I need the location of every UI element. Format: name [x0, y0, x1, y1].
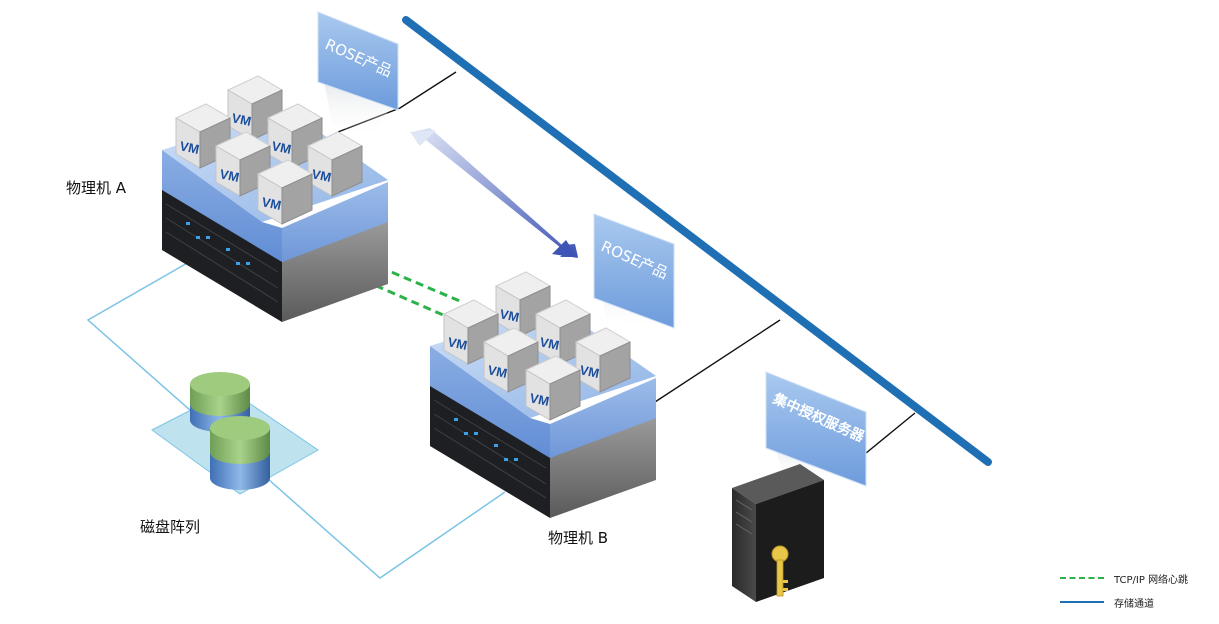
vm-cube: VM: [482, 327, 540, 393]
vm-cube: VM: [256, 159, 314, 225]
vm-label: VM: [578, 362, 600, 381]
machine-b-label: 物理机 B: [548, 529, 608, 547]
vm-label: VM: [270, 138, 292, 157]
vm-label: VM: [486, 362, 508, 381]
vm-cube: VM: [534, 299, 592, 365]
vm-label: VM: [230, 110, 252, 129]
vm-label: VM: [260, 194, 282, 213]
vm-label: VM: [446, 334, 468, 353]
vm-label: VM: [538, 334, 560, 353]
vm-group-b: VM VM VM VM VM VM: [442, 271, 632, 421]
vm-label: VM: [178, 138, 200, 157]
rose-sign-b: ROSE产品: [593, 213, 675, 330]
vm-label: VM: [498, 306, 520, 325]
storage-channel: [402, 16, 992, 466]
vm-label: VM: [218, 166, 240, 185]
legend-dashed-line-icon: [1060, 577, 1104, 579]
disk-array-label: 磁盘阵列: [140, 518, 200, 536]
license-server-tower: [732, 464, 824, 602]
legend-item-storage: 存储通道: [1060, 590, 1215, 614]
vm-cube: VM: [494, 271, 552, 337]
vm-cube: VM: [574, 327, 632, 393]
vm-cube: VM: [524, 355, 582, 421]
vm-cube: VM: [442, 299, 500, 365]
vm-group-a: VM VM VM VM VM VM: [174, 75, 364, 225]
legend-solid-line-icon: [1060, 601, 1104, 603]
machine-a-label: 物理机 A: [66, 179, 127, 197]
disk-cylinder-front: [210, 416, 270, 490]
legend-item-heartbeat: TCP/IP 网络心跳: [1060, 566, 1215, 590]
rose-sign-a: ROSE产品: [317, 11, 399, 140]
vm-cube: VM: [226, 75, 284, 141]
disk-array: [151, 372, 319, 495]
legend: TCP/IP 网络心跳 存储通道: [1060, 566, 1215, 614]
legend-storage-label: 存储通道: [1114, 598, 1154, 610]
license-sign: 集中授权服务器: [765, 371, 868, 488]
migration-arrow: [410, 128, 578, 258]
vm-cube: VM: [306, 131, 364, 197]
vm-label: VM: [528, 390, 550, 409]
key-icon: [771, 545, 789, 597]
vm-label: VM: [310, 166, 332, 185]
legend-heartbeat-label: TCP/IP 网络心跳: [1114, 574, 1189, 586]
